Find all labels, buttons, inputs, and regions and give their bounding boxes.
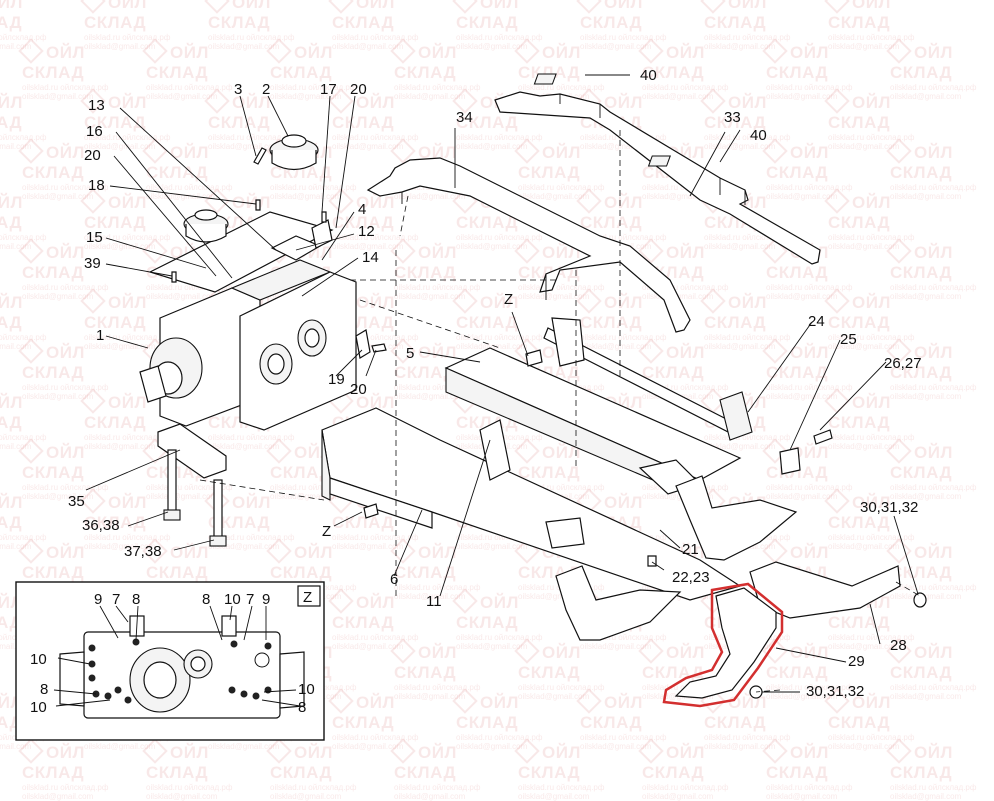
leader-lines xyxy=(85,74,919,693)
callout-30-31-32-bottom: 30,31,32 xyxy=(806,683,864,700)
callout-3: 3 xyxy=(234,81,242,98)
watermark-email: oilsklad@gmail.com xyxy=(766,792,838,801)
highlight-outline xyxy=(662,582,784,708)
callout-33: 33 xyxy=(724,109,741,126)
callout-1: 1 xyxy=(96,327,104,344)
detail-8-left-lower: 8 xyxy=(40,681,48,698)
callout-28: 28 xyxy=(890,637,907,654)
watermark-site: oilsklad.ru ойлсклад.рф xyxy=(890,783,977,792)
watermark-email: oilsklad@gmail.com xyxy=(22,792,94,801)
callout-15: 15 xyxy=(86,229,103,246)
callout-26-27: 26,27 xyxy=(884,355,922,372)
callout-4: 4 xyxy=(358,201,366,218)
detail-box-title: Z xyxy=(303,589,312,606)
callout-22-23: 22,23 xyxy=(672,569,710,586)
detail-8-right: 8 xyxy=(202,591,210,608)
callout-11: 11 xyxy=(426,593,442,610)
gearbox-assembly xyxy=(139,134,387,547)
callout-34: 34 xyxy=(456,109,473,126)
skid-left xyxy=(555,565,682,641)
watermark-email: oilsklad@gmail.com xyxy=(146,792,218,801)
callout-36-38: 36,38 xyxy=(82,517,120,534)
detail-10-right: 10 xyxy=(224,591,241,608)
callout-2: 2 xyxy=(262,81,270,98)
callout-16: 16 xyxy=(86,123,103,140)
watermark-email: oilsklad@gmail.com xyxy=(394,792,466,801)
detail-10-left-lower: 10 xyxy=(30,699,47,716)
detail-9-left: 9 xyxy=(94,591,102,608)
detail-10-right-lower: 10 xyxy=(298,681,315,698)
watermark-site: oilsklad.ru ойлсклад.рф xyxy=(394,783,481,792)
skid-29-highlighted xyxy=(662,582,784,708)
watermark-site: oilsklad.ru ойлсклад.рф xyxy=(642,783,729,792)
watermark-email: oilsklad@gmail.com xyxy=(270,792,342,801)
assembly-lines xyxy=(199,130,921,693)
callout-labels: 40 33 40 34 3 2 17 20 13 16 20 18 4 12 1… xyxy=(68,67,922,700)
callout-30-31-32-top: 30,31,32 xyxy=(860,499,918,516)
detail-9-right: 9 xyxy=(262,591,270,608)
callout-19: 19 xyxy=(328,371,345,388)
callout-37-38: 37,38 xyxy=(124,543,162,560)
rail-upper-40-33 xyxy=(494,73,821,265)
detail-10-left-upper: 10 xyxy=(30,651,47,668)
detail-view-z: Z 9 7 8 8 10 7 9 10 8 10 10 8 xyxy=(15,581,325,741)
detail-8-left: 8 xyxy=(132,591,140,608)
skid-middle xyxy=(675,475,798,561)
callout-6: 6 xyxy=(390,571,398,588)
detail-7-left: 7 xyxy=(112,591,120,608)
callout-40-mid: 40 xyxy=(750,127,767,144)
callout-13: 13 xyxy=(88,97,105,114)
detail-8-right-lower: 8 xyxy=(298,699,306,716)
watermark-site: oilsklad.ru ойлсклад.рф xyxy=(518,783,605,792)
watermark-site: oilsklad.ru ойлсклад.рф xyxy=(22,783,109,792)
callout-14: 14 xyxy=(362,249,379,266)
callout-z-bottom: Z xyxy=(322,523,331,540)
callout-17: 17 xyxy=(320,81,337,98)
callout-24: 24 xyxy=(808,313,825,330)
callout-12: 12 xyxy=(358,223,375,240)
callout-35: 35 xyxy=(68,493,85,510)
callout-18: 18 xyxy=(88,177,105,194)
callout-20-bottom: 20 xyxy=(350,381,367,398)
watermark-site: oilsklad.ru ойлсклад.рф xyxy=(766,783,853,792)
detail-7-right: 7 xyxy=(246,591,254,608)
rail-lower-34 xyxy=(366,157,691,333)
watermark-email: oilsklad@gmail.com xyxy=(642,792,714,801)
callout-29: 29 xyxy=(848,653,865,670)
callout-20-left: 20 xyxy=(84,147,101,164)
watermark-email: oilsklad@gmail.com xyxy=(518,792,590,801)
callout-z-top: Z xyxy=(504,291,513,308)
watermark-site: oilsklad.ru ойлсклад.рф xyxy=(146,783,233,792)
watermark-site: oilsklad.ru ойлсклад.рф xyxy=(270,783,357,792)
main-frame xyxy=(321,317,833,601)
callout-5: 5 xyxy=(406,345,414,362)
callout-39: 39 xyxy=(84,255,101,272)
watermark-email: oilsklad@gmail.com xyxy=(890,792,962,801)
callout-20-top: 20 xyxy=(350,81,367,98)
callout-40-top: 40 xyxy=(640,67,657,84)
callout-25: 25 xyxy=(840,331,857,348)
callout-21: 21 xyxy=(682,541,699,558)
exploded-parts-diagram: 40 33 40 34 3 2 17 20 13 16 20 18 4 12 1… xyxy=(15,67,927,741)
